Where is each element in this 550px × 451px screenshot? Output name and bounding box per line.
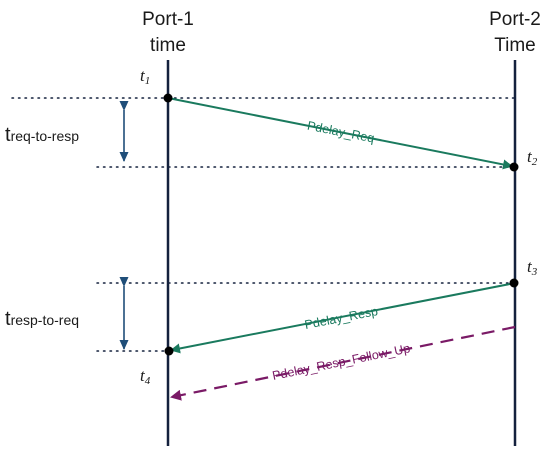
resp-to-req-interval-label: tresp-to-req <box>5 308 79 330</box>
pdelay-resp-follow-up-label: Pdelay_Resp_Follow_Up <box>271 341 411 383</box>
pdelay-req-arrow <box>167 97 513 170</box>
pdelay-resp-arrow <box>170 282 516 354</box>
pdelay-resp-label: Pdelay_Resp <box>303 304 379 332</box>
pdelay-resp-follow-up-arrow <box>170 325 516 401</box>
t4-event-dot <box>164 346 174 356</box>
t3-event-dot <box>509 278 519 288</box>
t4-label: t4 <box>140 366 151 387</box>
t2-event-dot <box>509 162 519 172</box>
t3-label: t3 <box>527 257 538 278</box>
port-2-sublabel: Time <box>494 35 536 56</box>
t2-label: t2 <box>527 147 538 168</box>
pdelay-req-label: Pdelay_Req <box>306 119 376 146</box>
t1-event-dot <box>163 93 173 103</box>
port-1-sublabel: time <box>150 35 186 56</box>
req-to-resp-interval-label: treq-to-resp <box>5 124 79 146</box>
t1-label: t1 <box>140 66 150 87</box>
port-2-label: Port-2 <box>489 9 541 30</box>
port-1-label: Port-1 <box>142 9 194 30</box>
